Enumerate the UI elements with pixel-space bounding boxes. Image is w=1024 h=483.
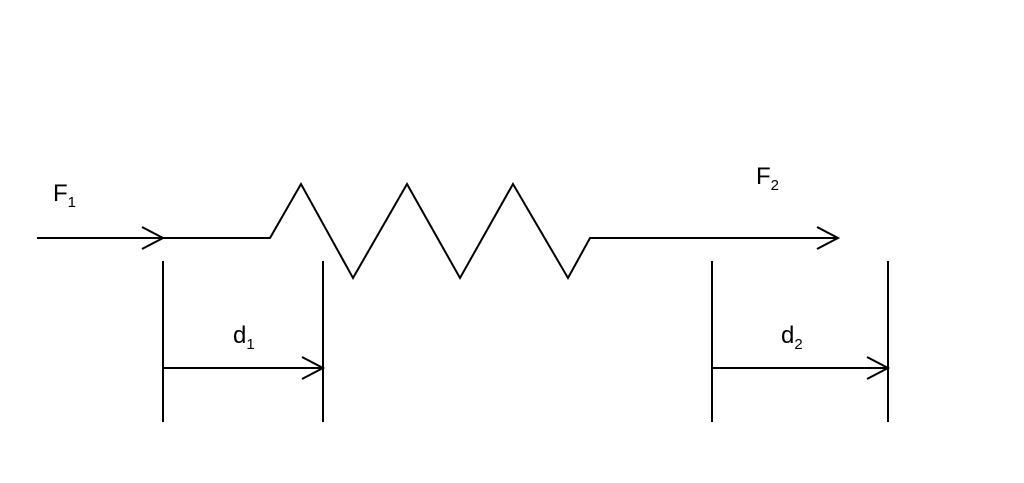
displacement-2-label: d2: [781, 322, 803, 353]
displacement-2-marker: [711, 261, 891, 422]
force-2-label: F2: [756, 163, 780, 194]
force-1-arrow: [37, 226, 166, 250]
displacement-1-marker: [162, 261, 326, 422]
displacement-1-label: d1: [233, 322, 255, 353]
force-1-label: F1: [53, 180, 77, 211]
force-2-arrowhead: [816, 226, 841, 250]
spring: [163, 181, 838, 281]
